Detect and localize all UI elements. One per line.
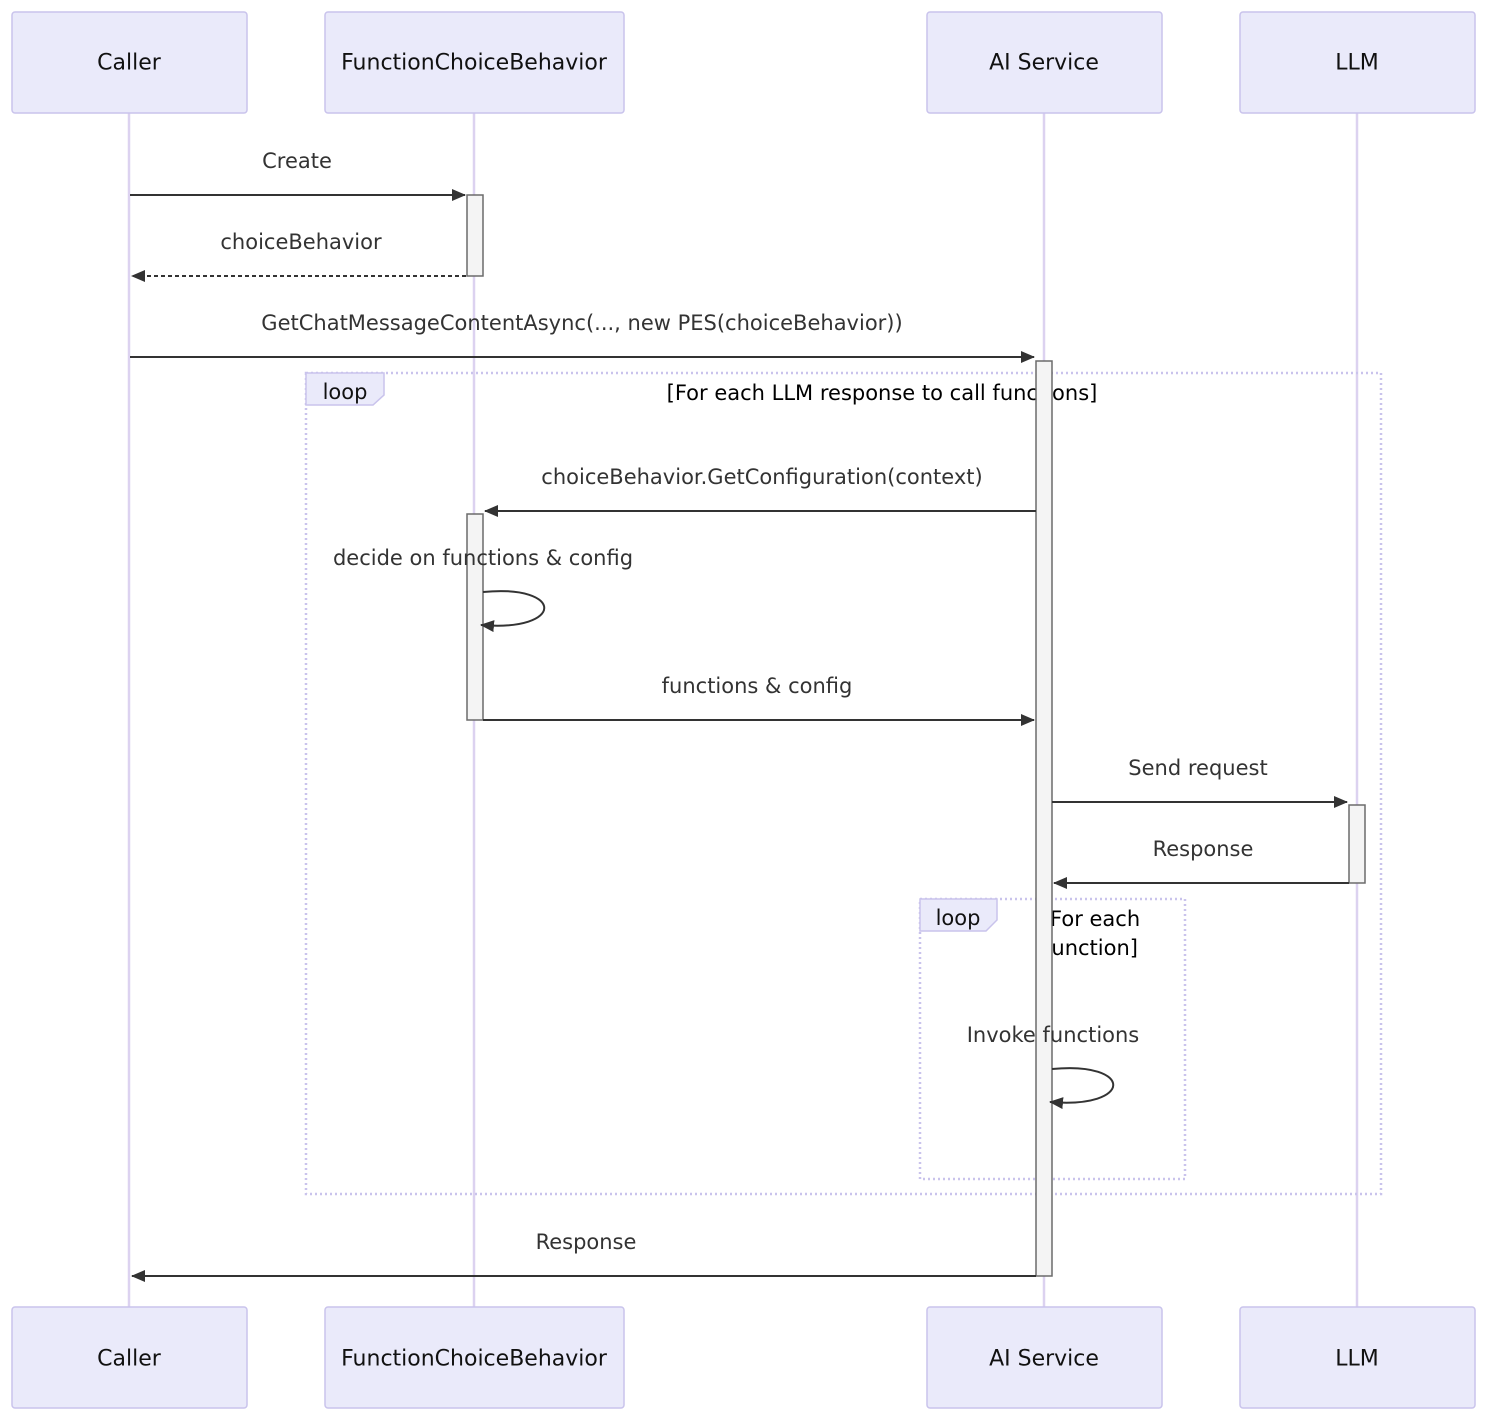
actor-caller-label: Caller <box>97 1347 162 1372</box>
activation-fcb-1 <box>466 194 484 277</box>
message-invoke-label: Invoke functions <box>967 1023 1140 1047</box>
message-llm-response-label: Response <box>1153 837 1254 861</box>
message-get-chat-label: GetChatMessageContentAsync(..., new PES(… <box>261 311 902 335</box>
inner-loop: loop [For each function] <box>918 897 1187 1181</box>
actor-ai-service-bottom: AI Service <box>926 1306 1163 1409</box>
actor-llm-bottom: LLM <box>1239 1306 1476 1409</box>
outer-loop-condition: [For each LLM response to call functions… <box>667 381 1098 405</box>
message-decide-arrow <box>480 590 546 633</box>
message-create-label: Create <box>262 149 332 173</box>
actor-llm-top: LLM <box>1239 11 1476 114</box>
actor-caller-label: Caller <box>97 51 162 76</box>
message-invoke-arrow <box>1049 1067 1115 1110</box>
inner-loop-condition-line1: [For each <box>1042 907 1140 931</box>
message-functions-config-label: functions & config <box>662 674 853 698</box>
activation-fcb-2 <box>466 513 484 721</box>
message-final-response-label: Response <box>536 1230 637 1254</box>
actor-function-choice-behavior-label: FunctionChoiceBehavior <box>341 1347 608 1372</box>
message-send-request-label: Send request <box>1128 756 1267 780</box>
actor-llm-label: LLM <box>1335 51 1379 76</box>
actor-function-choice-behavior-top: FunctionChoiceBehavior <box>324 11 625 114</box>
activation-llm <box>1348 804 1366 884</box>
message-get-config-label: choiceBehavior.GetConfiguration(context) <box>541 465 982 489</box>
outer-loop-label: loop <box>323 380 368 404</box>
activation-ai-service <box>1035 360 1053 1277</box>
actor-ai-service-top: AI Service <box>926 11 1163 114</box>
actor-caller-top: Caller <box>11 11 248 114</box>
actor-function-choice-behavior-label: FunctionChoiceBehavior <box>341 51 608 76</box>
actor-function-choice-behavior-bottom: FunctionChoiceBehavior <box>324 1306 625 1409</box>
actor-llm-label: LLM <box>1335 1347 1379 1372</box>
actor-caller-bottom: Caller <box>11 1306 248 1409</box>
actor-ai-service-label: AI Service <box>989 51 1099 76</box>
outer-loop: loop [For each LLM response to call func… <box>304 371 1383 1196</box>
message-choice-behavior-label: choiceBehavior <box>220 230 382 254</box>
message-decide-label: decide on functions & config <box>333 546 633 570</box>
inner-loop-condition-line2: function] <box>1044 936 1138 960</box>
inner-loop-label: loop <box>936 906 981 930</box>
actor-ai-service-label: AI Service <box>989 1347 1099 1372</box>
